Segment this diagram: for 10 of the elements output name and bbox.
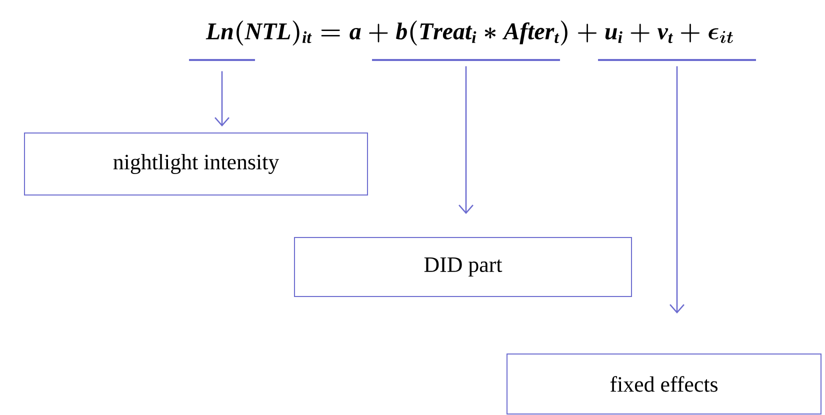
text-box: fixed effects — [506, 354, 822, 414]
underline-bar — [598, 59, 756, 61]
underline-bar — [189, 59, 255, 61]
arrow — [670, 66, 684, 314]
arrow — [214, 71, 230, 126]
arrow — [458, 66, 474, 214]
text-box: DID part — [294, 237, 632, 297]
underline-bar — [372, 59, 560, 61]
formula: $\mathit{Ln(NTL)_{it}} = \mathit{a} + \mathit{b(Treat_i\ast After_t)} + \mathit{u_i} + \mathit{v_t} + \epsilon_{it}$ — [206, 20, 733, 46]
text-box: nightlight intensity — [24, 132, 368, 196]
